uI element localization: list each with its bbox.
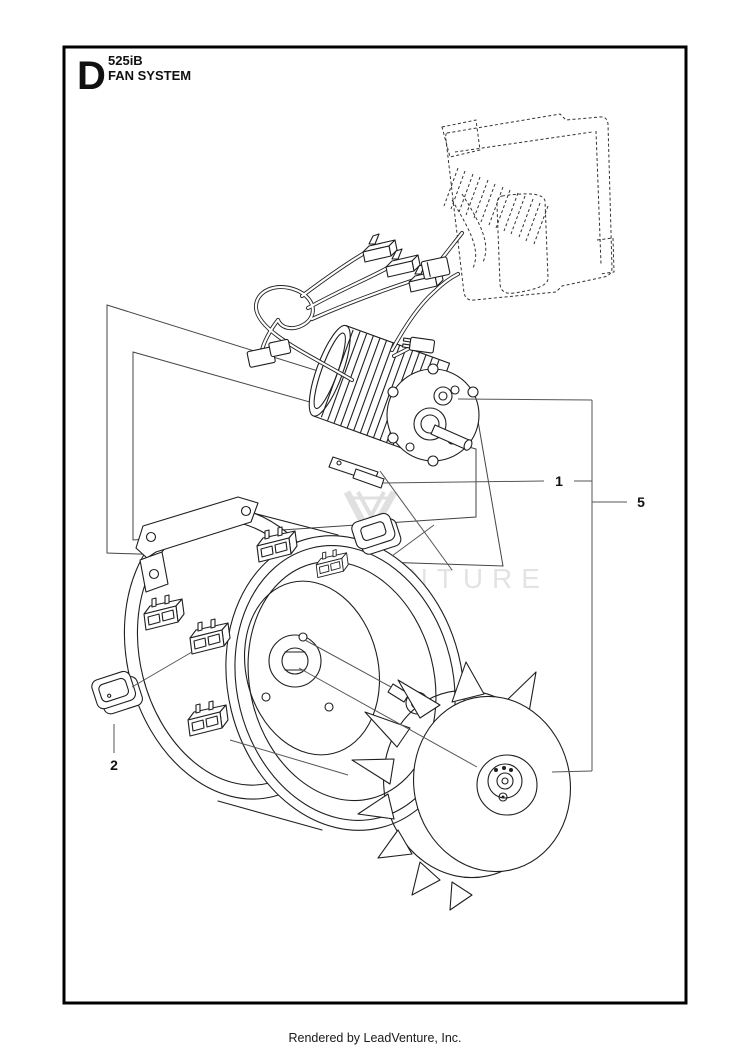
impeller-blades xyxy=(351,661,537,911)
callouts: 1 2 5 xyxy=(110,473,645,773)
label-strip-part xyxy=(328,456,385,489)
housing-hub xyxy=(268,634,322,688)
blower-body-outline xyxy=(441,113,615,301)
harness-connector xyxy=(362,233,398,263)
mounting-pad-part xyxy=(351,512,402,555)
diagram-letter: D xyxy=(77,54,106,98)
two-pin-connector xyxy=(401,336,436,354)
section-title: FAN SYSTEM xyxy=(108,68,191,83)
header: D 525iB FAN SYSTEM xyxy=(77,53,191,98)
impeller-drawing xyxy=(351,661,572,911)
callout-1: 1 xyxy=(555,473,563,489)
grommet-part xyxy=(91,670,143,715)
housing-recessed-disc xyxy=(243,580,381,756)
motor-assembly-drawing xyxy=(308,324,480,467)
callout-5: 5 xyxy=(637,494,645,510)
inline-connector xyxy=(246,338,292,368)
leader-lines xyxy=(113,398,627,776)
impeller-hub xyxy=(487,763,523,799)
footer-text: Rendered by LeadVenture, Inc. xyxy=(288,1031,461,1045)
vent-hatch-lines xyxy=(443,167,549,245)
model-number: 525iB xyxy=(108,53,143,68)
callout-2: 2 xyxy=(110,757,118,773)
page-border xyxy=(62,45,688,1005)
motor-end-cap xyxy=(386,363,480,467)
wiring-harness-drawing xyxy=(246,231,464,382)
housing-mount-bracket xyxy=(135,496,259,593)
body-connector xyxy=(420,256,451,280)
